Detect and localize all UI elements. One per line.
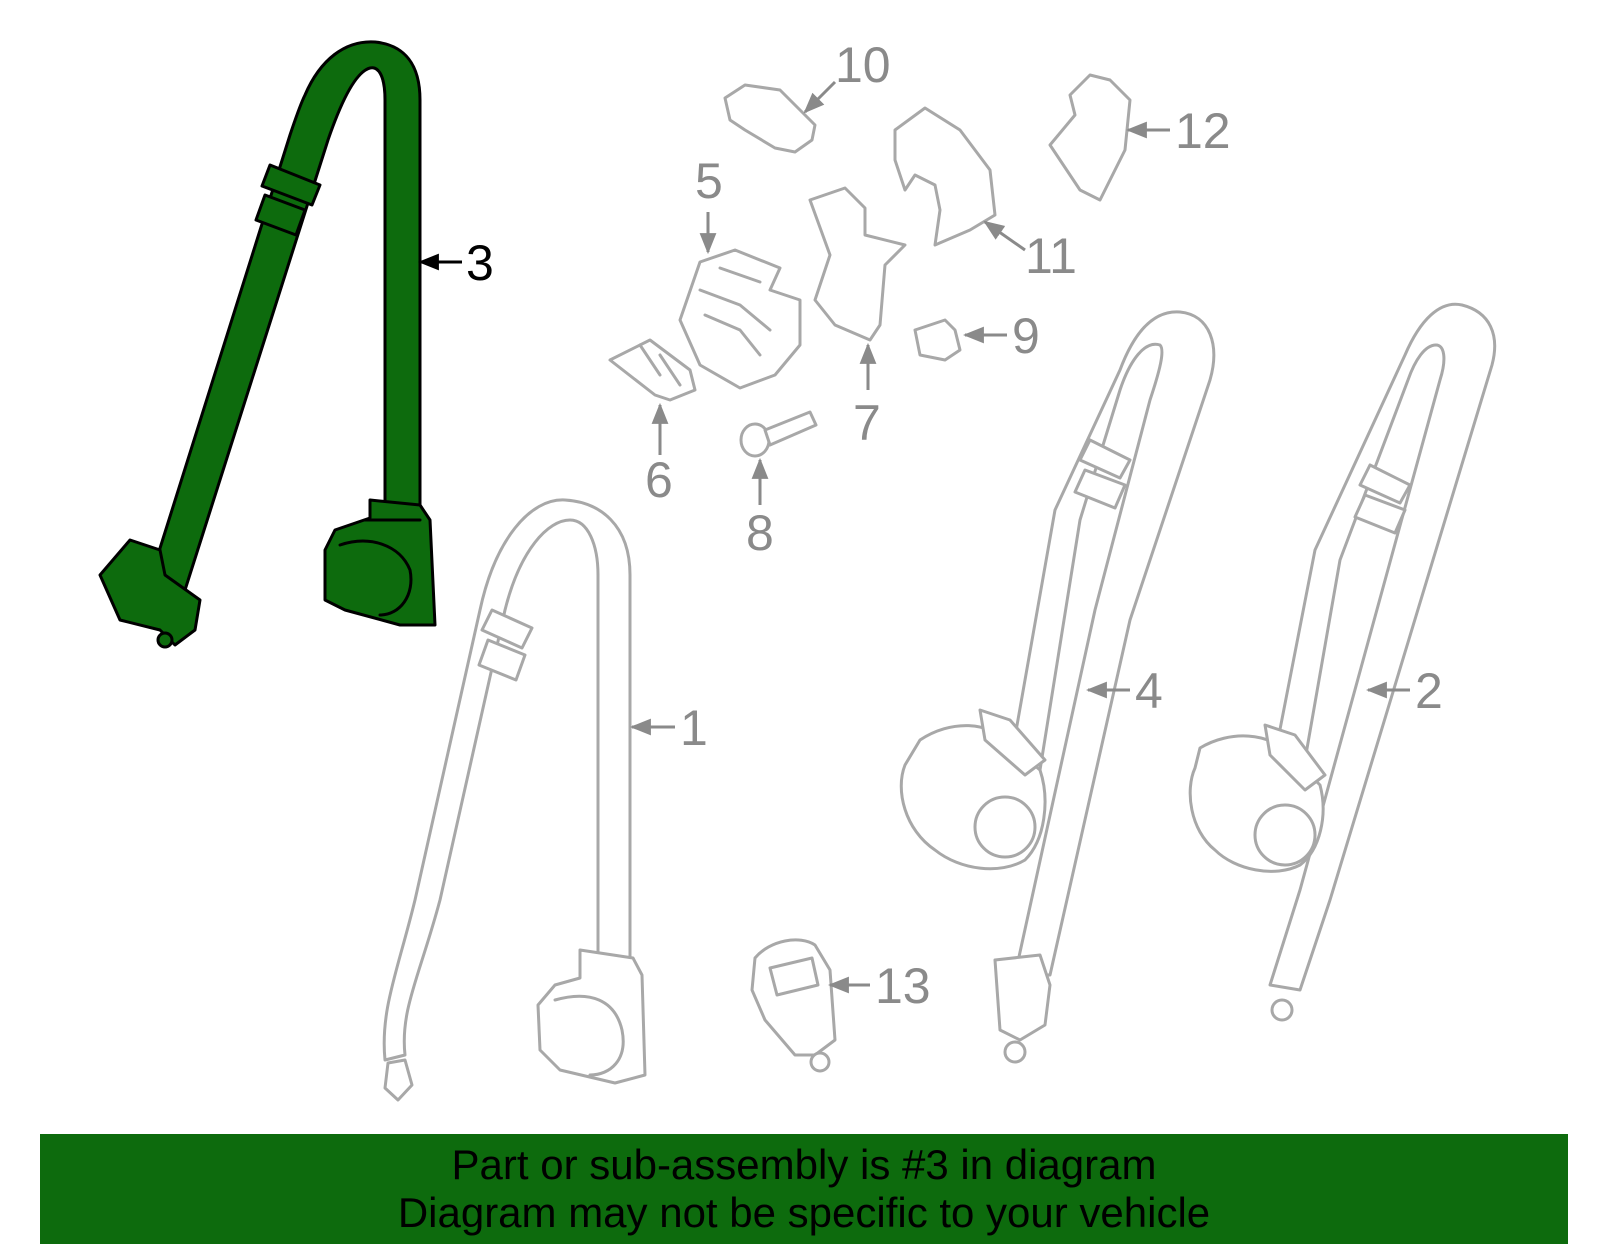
trim-cover-part-11[interactable] — [893, 106, 997, 247]
callout-8: 8 — [746, 505, 774, 561]
seat-belt-part-3[interactable] — [98, 40, 437, 649]
clip-part-6[interactable] — [608, 338, 697, 402]
disclaimer-banner: Part or sub-assembly is #3 in diagram Di… — [40, 1134, 1568, 1244]
banner-line-2: Diagram may not be specific to your vehi… — [397, 1189, 1211, 1236]
push-clip-part-9[interactable] — [913, 318, 962, 362]
buckle-part-13[interactable] — [750, 938, 837, 1073]
cover-part-10[interactable] — [723, 83, 817, 154]
arrow-11 — [983, 220, 1026, 252]
callout-4: 4 — [1135, 663, 1163, 719]
callout-10: 10 — [835, 37, 891, 93]
seat-belt-part-2[interactable] — [1188, 302, 1497, 1022]
seat-belt-part-4[interactable] — [899, 310, 1216, 1064]
callout-11: 11 — [1025, 228, 1077, 284]
callout-12: 12 — [1175, 103, 1231, 159]
callout-13: 13 — [875, 958, 931, 1014]
callout-5: 5 — [695, 153, 723, 209]
guide-part-5[interactable] — [678, 248, 802, 390]
bolt-part-8[interactable] — [739, 410, 818, 458]
bracket-part-7[interactable] — [808, 186, 907, 342]
callout-1: 1 — [680, 700, 708, 756]
arrow-10 — [803, 80, 837, 114]
callout-3: 3 — [466, 235, 494, 291]
callout-6: 6 — [645, 452, 673, 508]
bracket-part-12[interactable] — [1048, 73, 1132, 202]
banner-line-1: Part or sub-assembly is #3 in diagram — [451, 1141, 1157, 1188]
callout-2: 2 — [1415, 663, 1443, 719]
seat-belt-part-1[interactable] — [382, 498, 647, 1102]
callout-7: 7 — [853, 395, 881, 451]
callout-9: 9 — [1012, 308, 1040, 364]
